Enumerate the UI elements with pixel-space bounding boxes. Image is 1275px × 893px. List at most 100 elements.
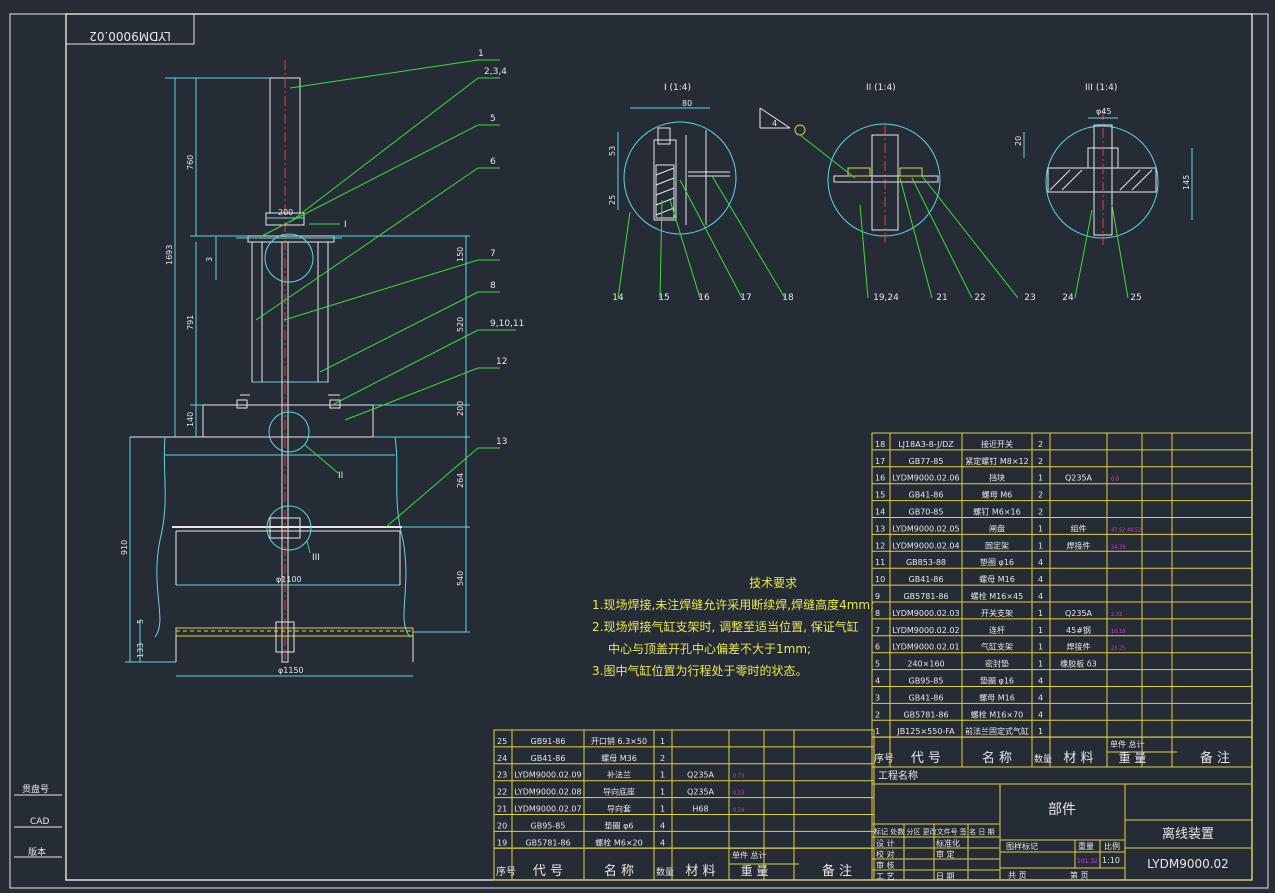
dim-phi1100: φ1100 [276,575,302,584]
bom-cell-name: 螺钉 M6×16 [973,507,1020,517]
dim-150: 150 [456,247,465,262]
balloon-13: 13 [496,437,507,447]
bom-cell-qty: 1 [660,788,665,797]
bom-row: 11 GB853-88 垫圈 φ16 4 [875,557,1043,567]
bom-cell-code: LYDM9000.02.01 [892,643,959,652]
bom-header-remark: 备 注 [1200,750,1230,766]
detail-view-1 [617,107,786,299]
bom-cell-code: LYDM9000.02.07 [514,805,581,814]
bom-cell-name: 前法兰固定式气缸 [965,726,1029,736]
sign-review: 审 核 [876,860,895,870]
bom-cell-code: LYDM9000.02.02 [892,626,959,635]
main-assembly-view [125,59,516,677]
bom-cell-qty: 4 [1038,558,1043,567]
bom-cell-name: 连杆 [989,625,1005,635]
rotated-drawing-code: LYDM9000.02 [89,29,171,43]
bom-cell-no: 1 [875,727,880,736]
bom-cell-no: 11 [875,558,885,567]
bom-cell-mat: Q235A [1065,474,1093,483]
bom-header-name: 名 称 [982,750,1012,766]
bom-cell-no: 9 [875,592,880,601]
bom-cell-name: 螺栓 M6×20 [595,837,642,847]
sign-approve: 审 定 [936,849,955,859]
bom-cell-name: 固定架 [985,540,1009,550]
bom-cell-code: LYDM9000.02.05 [892,524,959,533]
bom-cell-name: 螺母 M16 [979,692,1015,702]
balloon-12: 12 [496,357,507,367]
bom-cell-qty: 1 [1038,660,1043,669]
bom-cell-qty: 1 [660,737,665,746]
bom-cell-no: 12 [875,541,885,550]
bom-cell-qty: 1 [1038,541,1043,550]
dim-3: 3 [205,257,214,262]
sign-design: 设 计 [876,838,895,848]
bom-cell-no: 13 [875,524,885,533]
bom-cell-no: 17 [875,457,885,466]
bom-cell-qty: 4 [1038,592,1043,601]
main-dimensions: 760 1693 3 791 140 150 520 200 264 540 9… [120,155,465,675]
bom-cell-qty: 4 [1038,710,1043,719]
bom-cell-w: 0.73 [733,774,744,780]
title-block [871,766,1253,881]
bom-cell-code: GB41-86 [909,693,944,702]
detail-dim-25: 25 [608,195,617,205]
bom-cell-qty: 4 [1038,575,1043,584]
scale-label: 比例 [1104,841,1120,851]
bom-cell-name: 导向套 [607,804,631,814]
bom-cell-no: 21 [497,805,507,814]
bom-cell-no: 18 [875,440,885,449]
detail-titles: I (1:4) II (1:4) III (1:4) [664,83,1117,93]
bom-cell-mat: 焊接件 [1067,540,1091,550]
bom-header-no: 序号 [496,865,516,878]
bom-header-mat: 材 料 [685,864,715,879]
main-balloons: 1 2,3,4 5 6 7 8 9,10,11 12 13 [478,49,524,447]
bom-cell-no: 20 [497,821,507,830]
bom-cell-no: 7 [875,626,880,635]
note-2-cont: 中心与顶盖开孔中心偏差不大于1mm; [608,642,812,656]
detail-title-1: I (1:4) [664,83,691,93]
section-mark-1: I [344,220,347,230]
bom-cell-code: GB91-86 [531,737,566,746]
bom-cell-code: GB5781-86 [903,592,948,601]
bom-cell-code: GB95-85 [909,677,944,686]
weight-value: 101.32 [1077,858,1098,865]
dim-1693: 1693 [165,245,174,265]
section-mark-3: III [312,553,320,563]
bom-cell-code: LJ18A3-8-J/DZ [898,440,954,449]
bom-cell-qty: 1 [660,805,665,814]
sign-check: 校 对 [876,849,895,859]
detail-dim-145: 145 [1182,175,1191,190]
project-label: 工程名称 [878,769,918,782]
bom-cell-qty: 1 [1038,727,1043,736]
balloon-18: 18 [782,293,794,303]
dim-264: 264 [456,473,465,488]
bom-cell-code: GB5781-86 [903,710,948,719]
bom-cell-code: LYDM9000.02.08 [514,788,581,797]
note-1: 1.现场焊接,未注焊缝允许采用断续焊,焊缝高度4mm; [592,598,875,612]
dim-133: 133 [136,643,145,658]
balloon-23: 23 [1024,293,1035,303]
bom-cell-no: 25 [497,737,507,746]
note-2: 2.现场焊接气缸支架时, 调整至适当位置, 保证气缸 [592,620,859,634]
balloon-24: 24 [1062,293,1074,303]
technical-notes: 技术要求 1.现场焊接,未注焊缝允许采用断续焊,焊缝高度4mm; 2.现场焊接气… [592,572,874,682]
bom-header-qty: 数量 [1034,753,1052,765]
margin-label-version: 版本 [28,846,46,858]
bom-headers: 序号代 号名 称数量材 料重 量备 注单件 总计序号代 号名 称数量材 料重 量… [493,736,1253,881]
bom-cell-name: 垫圈 φ16 [980,557,1014,567]
title-block-text: 工程名称 部件 离线装置 LYDM9000.02 标记 处数 分区 更改文件号 … [874,769,1229,881]
bom-cell-code: GB853-88 [906,558,946,567]
stage-label: 图样标记 [1006,841,1038,851]
balloon-7: 7 [490,249,496,259]
